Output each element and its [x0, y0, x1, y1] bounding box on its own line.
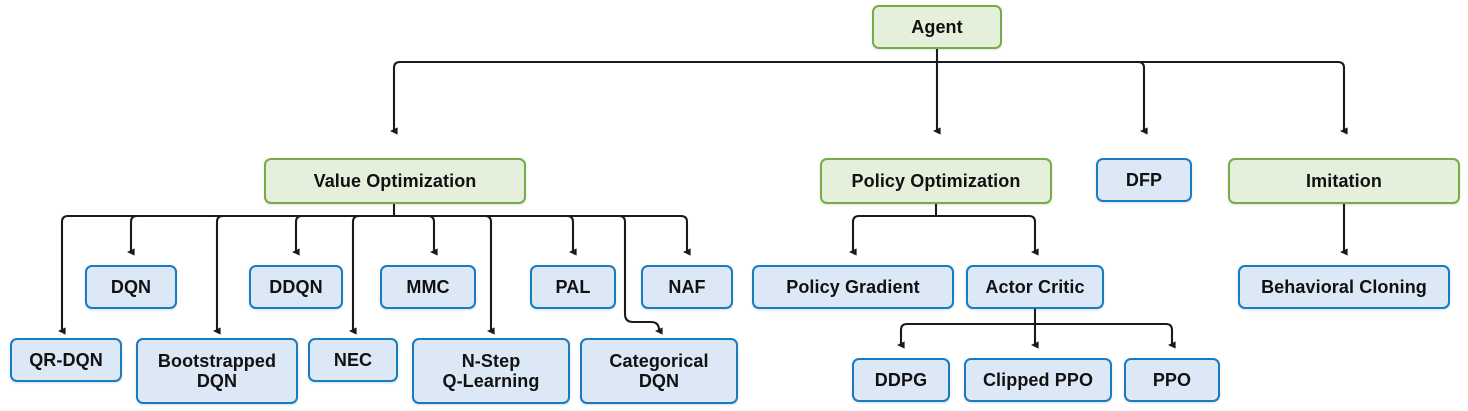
node-label-value-optimization: Value Optimization: [313, 170, 477, 191]
node-label-n-step-q-learning: N-Step Q-Learning: [442, 350, 540, 391]
node-label-qr-dqn: QR-DQN: [29, 349, 103, 370]
node-ppo[interactable]: PPO: [1124, 358, 1220, 402]
node-label-dqn: DQN: [110, 276, 152, 297]
edge-group-policy-optimization: [848, 204, 1039, 256]
node-label-agent: Agent: [911, 16, 963, 37]
node-qr-dqn[interactable]: QR-DQN: [10, 338, 122, 382]
edge-group-agent: [389, 49, 1348, 135]
node-behavioral-cloning[interactable]: Behavioral Cloning: [1238, 265, 1450, 309]
node-dqn[interactable]: DQN: [85, 265, 177, 309]
node-clipped-ppo[interactable]: Clipped PPO: [964, 358, 1112, 402]
node-label-nec: NEC: [333, 349, 373, 370]
node-policy-optimization[interactable]: Policy Optimization: [820, 158, 1052, 204]
node-label-pal: PAL: [555, 276, 591, 297]
node-label-clipped-ppo: Clipped PPO: [982, 369, 1094, 390]
node-bootstrapped-dqn[interactable]: Bootstrapped DQN: [136, 338, 298, 404]
node-ddpg[interactable]: DDPG: [852, 358, 950, 402]
edge-group-actor-critic: [896, 309, 1176, 349]
node-label-ddpg: DDPG: [874, 369, 928, 390]
node-label-actor-critic: Actor Critic: [985, 276, 1085, 297]
node-value-optimization[interactable]: Value Optimization: [264, 158, 526, 204]
node-n-step-q-learning[interactable]: N-Step Q-Learning: [412, 338, 570, 404]
node-label-policy-optimization: Policy Optimization: [851, 170, 1021, 191]
node-policy-gradient[interactable]: Policy Gradient: [752, 265, 954, 309]
node-label-imitation: Imitation: [1306, 170, 1382, 191]
node-agent[interactable]: Agent: [872, 5, 1002, 49]
node-imitation[interactable]: Imitation: [1228, 158, 1460, 204]
node-mmc[interactable]: MMC: [380, 265, 476, 309]
node-ddqn[interactable]: DDQN: [249, 265, 343, 309]
node-label-mmc: MMC: [406, 276, 450, 297]
node-label-behavioral-cloning: Behavioral Cloning: [1261, 276, 1427, 297]
node-dfp[interactable]: DFP: [1096, 158, 1192, 202]
node-label-ppo: PPO: [1152, 369, 1192, 390]
node-label-bootstrapped-dqn: Bootstrapped DQN: [157, 350, 277, 391]
node-actor-critic[interactable]: Actor Critic: [966, 265, 1104, 309]
node-pal[interactable]: PAL: [530, 265, 616, 309]
node-nec[interactable]: NEC: [308, 338, 398, 382]
node-label-ddqn: DDQN: [269, 276, 323, 297]
node-label-naf: NAF: [668, 276, 706, 297]
node-label-policy-gradient: Policy Gradient: [786, 276, 920, 297]
node-label-dfp: DFP: [1125, 169, 1163, 190]
node-categorical-dqn[interactable]: Categorical DQN: [580, 338, 738, 404]
node-naf[interactable]: NAF: [641, 265, 733, 309]
node-label-categorical-dqn: Categorical DQN: [609, 350, 709, 391]
